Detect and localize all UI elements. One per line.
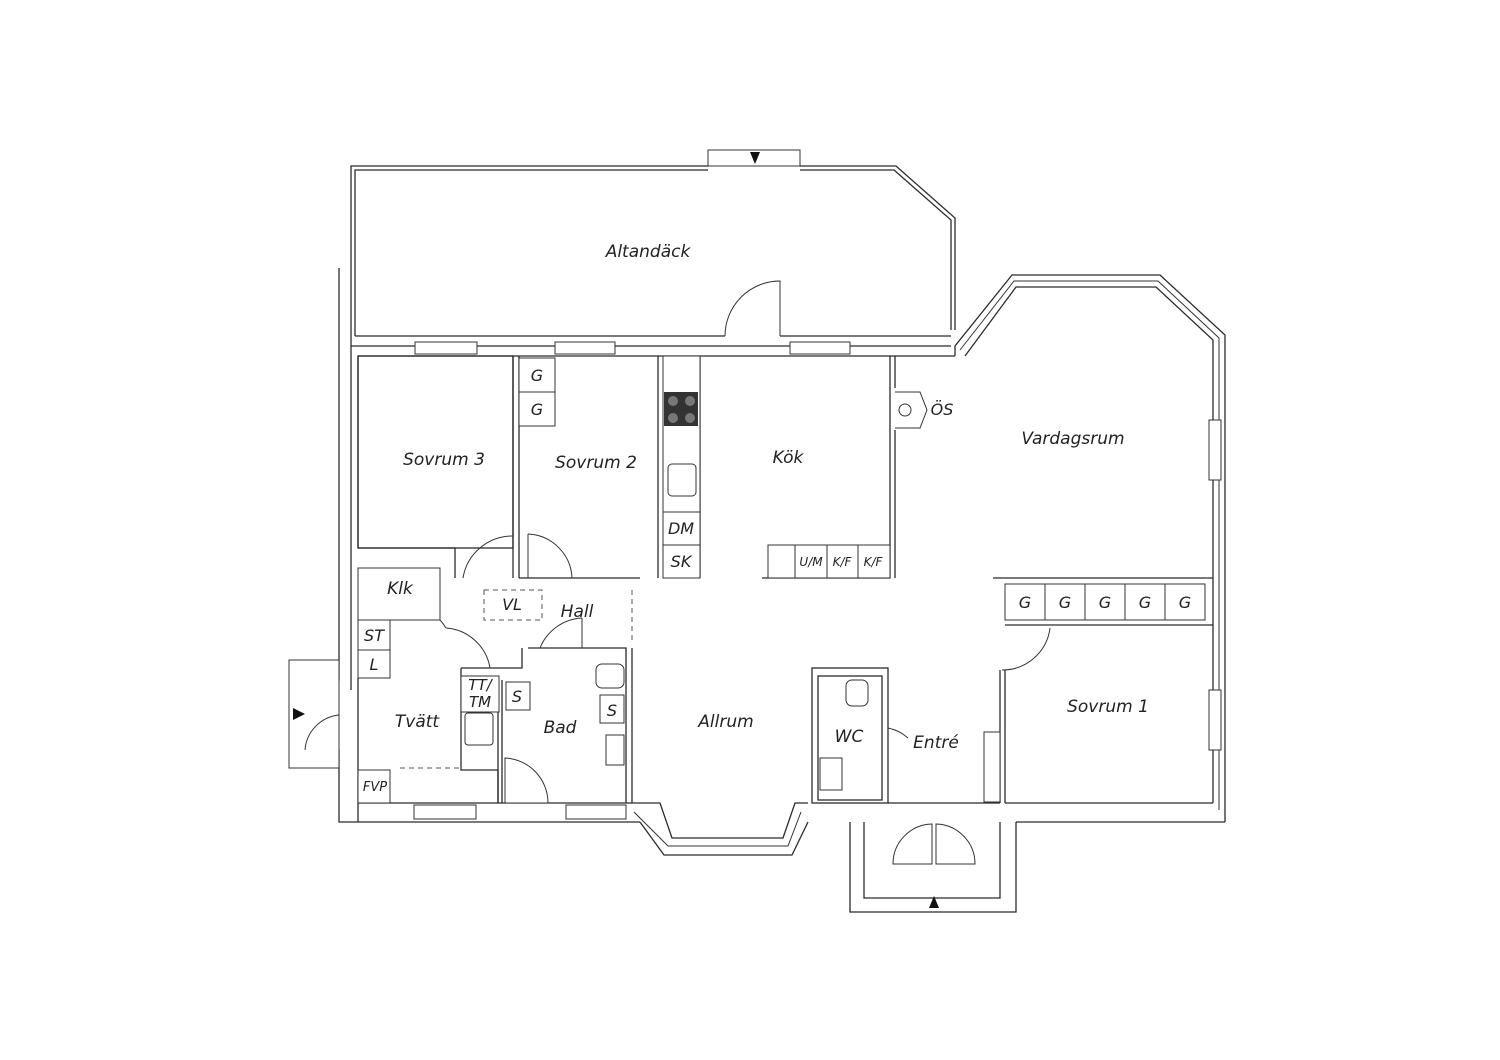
wardrobe-row (1004, 583, 1206, 621)
label-g: G (1139, 593, 1151, 612)
window (1208, 689, 1222, 751)
label-os: ÖS (931, 400, 954, 419)
deck-entry-arrow (750, 152, 760, 164)
interior-walls (357, 355, 1213, 913)
entry-arrow (929, 896, 939, 908)
label-kf: K/F (833, 555, 853, 569)
side-entry-arrow (293, 708, 305, 720)
label-tm: TM (469, 693, 491, 711)
label-dm: DM (668, 519, 694, 538)
room-label-wc: WC (835, 727, 864, 747)
room-label-hall: Hall (561, 602, 594, 622)
room-label-tvatt: Tvätt (395, 712, 441, 732)
window (565, 804, 627, 820)
shelf-box (599, 694, 625, 724)
room-label-kok: Kök (773, 448, 805, 468)
label-sk: SK (671, 552, 693, 571)
shower-icon (504, 757, 549, 804)
label-vl: VL (502, 595, 522, 614)
kitchen-counter (662, 355, 891, 579)
room-label-vardagsrum: Vardagsrum (1021, 429, 1124, 449)
washbasin-icon (605, 734, 625, 766)
label-um: U/M (799, 555, 823, 569)
label-g: G (1099, 593, 1111, 612)
vl-outline (483, 589, 543, 621)
label-tt: TT/ (468, 676, 493, 694)
wc-basin-icon (819, 757, 843, 791)
room-label-sovrum2: Sovrum 2 (555, 453, 637, 473)
label-l: L (370, 655, 379, 674)
window (789, 341, 851, 355)
dryer-box (460, 675, 500, 713)
window (414, 341, 478, 355)
label-s: S (512, 687, 522, 706)
label-fvp: FVP (363, 780, 387, 795)
fireplace-icon (895, 391, 928, 429)
label-st: ST (364, 626, 385, 645)
tvatt-sink-icon (464, 712, 494, 746)
label-g: G (1019, 593, 1031, 612)
label-s: S (607, 701, 617, 720)
room-label-entre: Entré (913, 733, 959, 753)
doors (304, 280, 1051, 865)
wardrobe (518, 391, 556, 427)
room-label-sovrum1: Sovrum 1 (1067, 697, 1149, 717)
window (554, 341, 616, 355)
label-kf: K/F (864, 555, 884, 569)
room-label-klk: Klk (387, 579, 414, 599)
label-g: G (531, 400, 543, 419)
window (413, 804, 477, 820)
wc-toilet-icon (845, 679, 869, 707)
room-label-bad: Bad (544, 718, 577, 738)
room-label-altandack: Altandäck (605, 242, 692, 262)
label-g: G (531, 366, 543, 385)
window (1208, 419, 1222, 481)
label-g: G (1059, 593, 1071, 612)
label-g: G (1179, 593, 1191, 612)
fvp-box (357, 769, 391, 804)
room-label-allrum: Allrum (697, 712, 753, 732)
sink-icon (667, 463, 697, 497)
toilet-icon (595, 663, 625, 689)
washer-box (505, 681, 531, 711)
room-label-sovrum3: Sovrum 3 (403, 450, 485, 470)
